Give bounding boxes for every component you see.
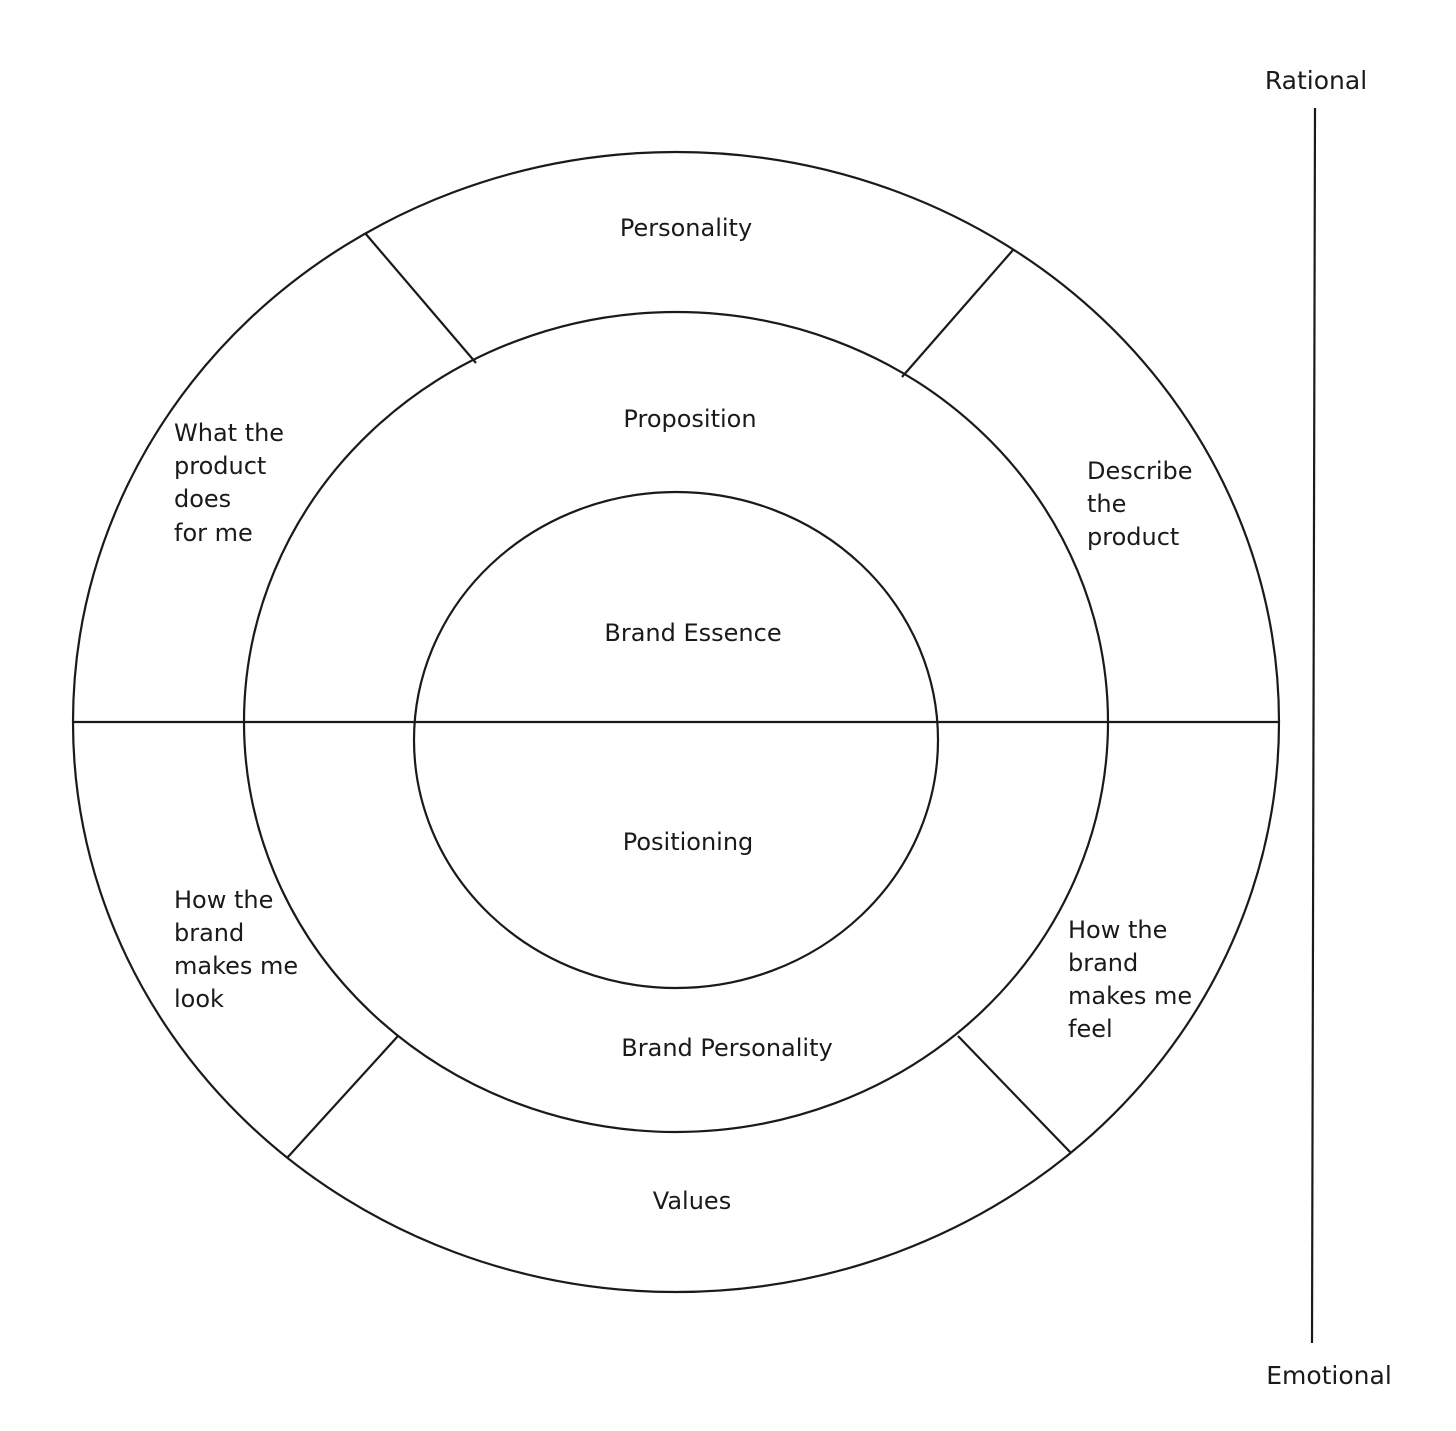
divider-top-right [901,249,1014,378]
middle-bottom-label: Brand Personality [621,1034,832,1062]
side-line: product [174,452,266,480]
core-top-label: Brand Essence [604,619,781,647]
left-top-side-label: What the product does for me [174,419,284,547]
right-top-side-label: Describe the product [1087,457,1192,551]
inner-ring [412,490,940,990]
rational-emotional-axis-line [1310,107,1317,1344]
axis-top-label: Rational [1265,66,1367,95]
divider-bottom-left [286,1035,399,1159]
side-line: product [1087,523,1179,551]
side-line: the [1087,490,1126,518]
side-line: Describe [1087,457,1192,485]
divider-bottom-right [957,1035,1072,1154]
divider-top-left [364,232,477,364]
left-bottom-side-label: How the brand makes me look [174,886,298,1013]
side-line: brand [174,919,244,947]
axis-bottom-label: Emotional [1266,1361,1392,1390]
side-line: makes me [174,952,298,980]
side-line: feel [1068,1015,1113,1043]
outer-top-label: Personality [620,214,752,242]
side-line: for me [174,519,253,547]
side-line: What the [174,419,284,447]
side-line: brand [1068,949,1138,977]
side-line: does [174,485,231,513]
right-bottom-side-label: How the brand makes me feel [1068,916,1192,1043]
middle-top-label: Proposition [623,405,756,433]
outer-bottom-label: Values [653,1187,731,1215]
side-line: look [174,985,224,1013]
side-line: makes me [1068,982,1192,1010]
side-line: How the [174,886,273,914]
core-bottom-label: Positioning [623,828,754,856]
side-line: How the [1068,916,1167,944]
